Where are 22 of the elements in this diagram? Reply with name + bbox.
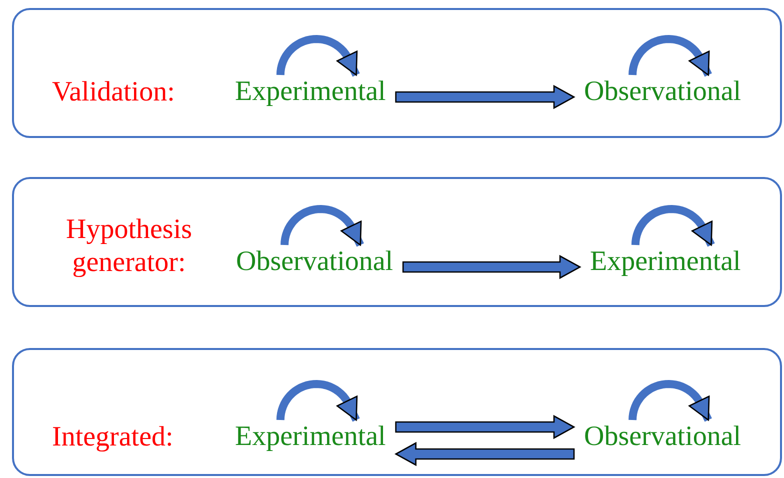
panel-box — [12, 8, 782, 138]
study-type-label: Experimental — [225, 420, 396, 454]
panel-box — [12, 177, 782, 307]
study-type-label: Observational — [574, 420, 752, 454]
block-arrow — [395, 84, 576, 110]
panel-box — [12, 348, 782, 476]
curved-arrow — [276, 35, 360, 77]
study-type-label: Observational — [226, 245, 404, 279]
block-arrow — [395, 414, 576, 440]
row-heading: Integrated: — [52, 420, 174, 454]
curved-arrow — [628, 35, 712, 77]
study-type-label: Experimental — [225, 75, 396, 109]
row-heading: Validation: — [52, 76, 175, 108]
study-type-label: Observational — [574, 75, 752, 109]
study-type-label: Experimental — [580, 245, 751, 279]
curved-arrow — [628, 380, 712, 422]
row-heading: Hypothesis generator: — [65, 213, 193, 279]
curved-arrow — [276, 380, 360, 422]
curved-arrow — [631, 205, 715, 247]
curved-arrow — [280, 205, 364, 247]
block-arrow — [394, 442, 575, 466]
block-arrow — [402, 254, 582, 280]
